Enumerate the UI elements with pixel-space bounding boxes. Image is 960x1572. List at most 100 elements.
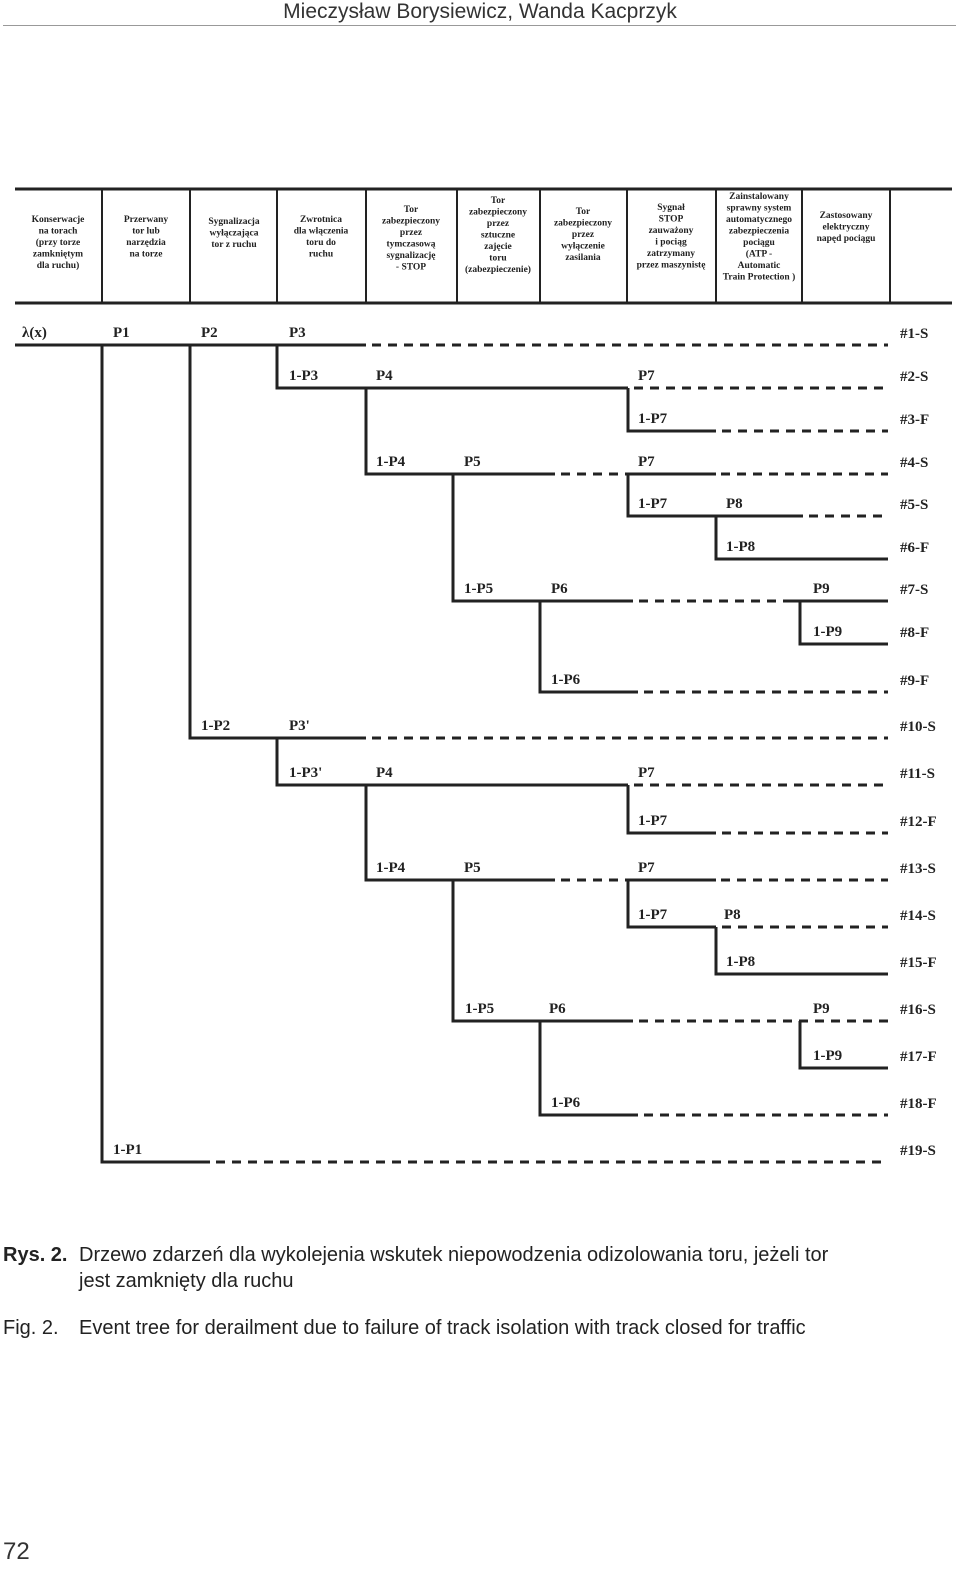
column-header-text: - STOP <box>396 263 426 273</box>
column-header-text: Zastosowany <box>820 211 873 221</box>
running-head: Mieczysław Borysiewicz, Wanda Kacprzyk <box>283 0 677 23</box>
column-header-text: tor lub <box>132 227 160 237</box>
caption-english-key: Fig. 2. <box>3 1317 59 1339</box>
branch-label: P3 <box>289 325 306 341</box>
branch-label: P8 <box>724 907 741 923</box>
caption-english: Fig. 2. Event tree for derailment due to … <box>3 1315 806 1341</box>
column-header-text: zabezpieczenia <box>729 227 789 237</box>
column-header-text: STOP <box>659 215 684 225</box>
column-header-text: wyłączenie <box>561 242 605 252</box>
event-tree-figure: Konserwacje na torach(przy torze zamknięty… <box>15 187 952 1164</box>
column-header-text: zauważony <box>649 226 694 236</box>
column-header-text: toru <box>489 254 507 264</box>
caption-polish-text-1: Drzewo zdarzeń dla wykolejenia wskutek n… <box>79 1244 829 1266</box>
outcome-label: #5-S <box>900 497 928 513</box>
outcome-label: #1-S <box>900 326 928 342</box>
column-header-text: zabezpieczony <box>469 208 527 218</box>
column-header-text: zamkniętym <box>33 250 83 260</box>
outcome-label: #3-F <box>900 412 929 428</box>
column-header-text: przez <box>400 228 423 238</box>
branch-label: P9 <box>813 581 830 597</box>
branch-label: P7 <box>638 454 655 470</box>
outcome-label: #18-F <box>900 1096 937 1112</box>
branch-label: P2 <box>201 325 218 341</box>
branch-label: 1-P8 <box>726 954 755 970</box>
column-header-text: zabezpieczony <box>382 217 440 227</box>
outcome-label: #16-S <box>900 1002 936 1018</box>
column-header-text: zabezpieczony <box>554 219 612 229</box>
column-header-text: dla włączenia <box>294 227 349 237</box>
column-header-text: Tor <box>576 207 591 217</box>
branch-label: P1 <box>113 325 130 341</box>
column-header-text: zasilania <box>565 253 601 263</box>
header-rule <box>3 25 956 26</box>
branch-label: P7 <box>638 368 655 384</box>
column-header-text: sprawny system <box>727 204 792 214</box>
outcome-label: #8-F <box>900 625 929 641</box>
column-header-text: Train Protection ) <box>723 272 795 283</box>
outcome-label: #10-S <box>900 719 936 735</box>
branch-label: P6 <box>551 581 568 597</box>
branch-label: 1-P1 <box>113 1142 142 1158</box>
column-header-text: sztuczne <box>481 231 515 241</box>
column-header-text: (zabezpieczenie) <box>465 264 531 275</box>
column-header-text: Przerwany <box>124 215 169 225</box>
caption-english-text: Event tree for derailment due to failure… <box>79 1317 806 1339</box>
column-header-text: elektryczny <box>823 223 870 233</box>
branch-label: 1-P8 <box>726 539 755 555</box>
outcome-label: #4-S <box>900 455 928 471</box>
caption-polish-key: Rys. 2. <box>3 1244 68 1266</box>
branch-label: 1-P6 <box>551 1095 581 1111</box>
branch-label: 1-P7 <box>638 496 668 512</box>
branch-label: P3' <box>289 718 310 734</box>
column-header-text: toru do <box>306 238 336 248</box>
outcome-label: #15-F <box>900 955 937 971</box>
outcome-label: #2-S <box>900 369 928 385</box>
branch-label: P7 <box>638 860 655 876</box>
caption-polish-text-2: jest zamknięty dla ruchu <box>79 1270 294 1292</box>
initiator-label: λ(x) <box>22 325 47 341</box>
branch-label: 1-P5 <box>464 581 493 597</box>
branch-label: 1-P9 <box>813 624 842 640</box>
branch-label: P4 <box>376 765 393 781</box>
outcome-label: #7-S <box>900 582 928 598</box>
column-header-text: wyłączająca <box>209 229 258 239</box>
column-header-text: Sygnał <box>657 203 685 213</box>
column-header-text: Automatic <box>738 261 781 271</box>
branch-label: 1-P7 <box>638 907 668 923</box>
column-header-text: Konserwacje <box>32 215 85 225</box>
column-header-text: tymczasową <box>386 240 435 250</box>
column-header-text: pociągu <box>743 238 775 248</box>
column-header-text: Sygnalizacja <box>208 217 259 227</box>
branch-label: 1-P5 <box>465 1001 494 1017</box>
page-number: 72 <box>3 1538 30 1565</box>
column-header-text: (przy torze <box>36 237 81 248</box>
branch-label: 1-P3' <box>289 765 322 781</box>
branch-label: 1-P3 <box>289 368 318 384</box>
branch-label: 1-P9 <box>813 1048 842 1064</box>
branch-label: 1-P2 <box>201 718 230 734</box>
branch-label: P8 <box>726 496 743 512</box>
column-header-text: przez <box>572 230 595 240</box>
column-header-text: napęd pociągu <box>817 234 877 244</box>
branch-label: P9 <box>813 1001 830 1017</box>
branch-label: P7 <box>638 765 655 781</box>
column-header-text: na torach <box>39 227 79 237</box>
branch-label: P6 <box>549 1001 566 1017</box>
branch-label: P4 <box>376 368 393 384</box>
branch-label: 1-P4 <box>376 860 406 876</box>
column-header-text: Zwrotnica <box>300 215 342 225</box>
outcome-label: #19-S <box>900 1143 936 1159</box>
branch-label: 1-P6 <box>551 672 581 688</box>
branch-label: P5 <box>464 454 481 470</box>
outcome-label: #13-S <box>900 861 936 877</box>
column-header-text: narzędzia <box>126 238 166 248</box>
column-header-text: na torze <box>130 250 163 260</box>
column-header-text: Zainstalowany <box>729 192 789 202</box>
branch-label: 1-P7 <box>638 813 668 829</box>
column-header-text: ruchu <box>309 250 334 260</box>
outcome-label: #12-F <box>900 814 937 830</box>
column-header-text: dla ruchu) <box>37 260 80 271</box>
branch-label: P5 <box>464 860 481 876</box>
outcome-label: #17-F <box>900 1049 937 1065</box>
